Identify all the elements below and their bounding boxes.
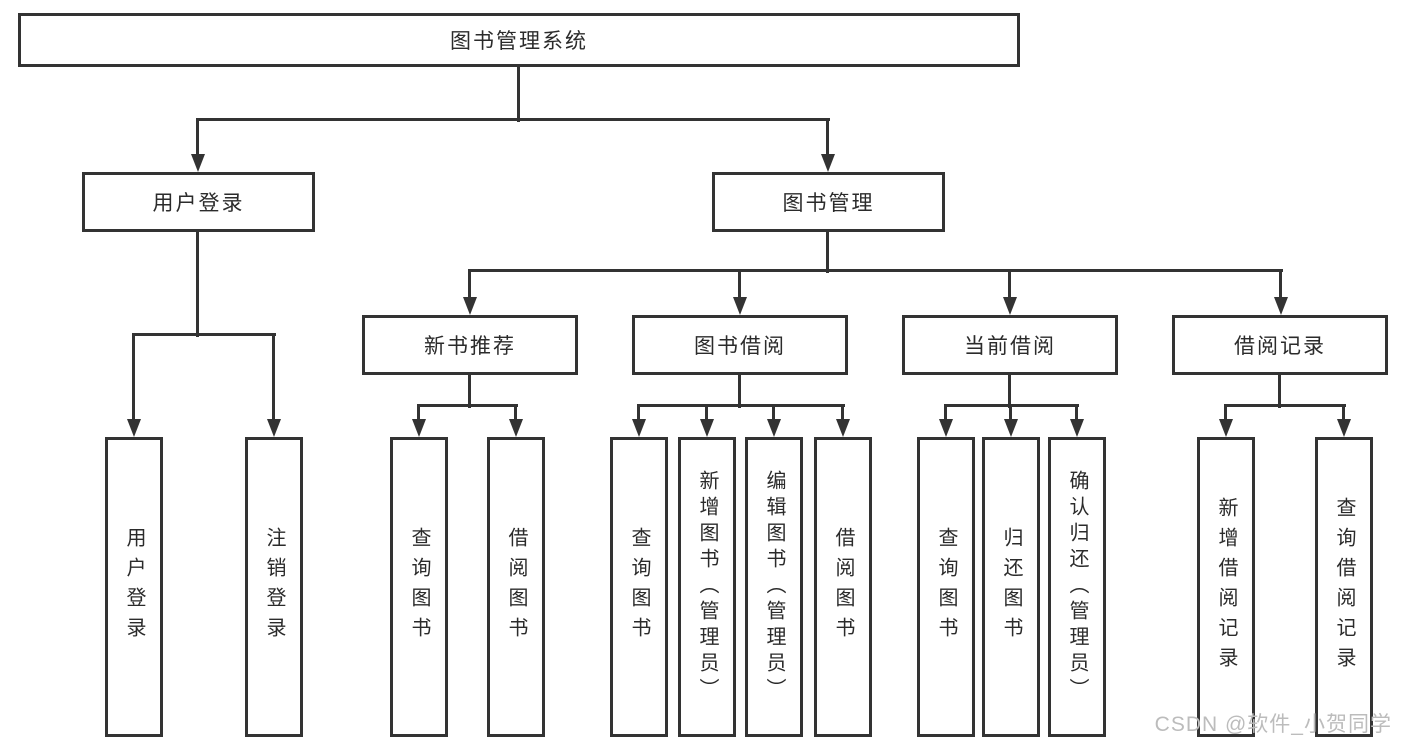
arrowhead-icon — [1337, 419, 1351, 437]
connector-line — [705, 406, 708, 419]
leaf-user-login: 用户登录 — [105, 437, 163, 737]
connector-line — [1008, 271, 1011, 297]
leaf-query-books-borrow: 查询图书 — [610, 437, 668, 737]
node-book-borrow: 图书借阅 — [632, 315, 848, 375]
leaf-return-book: 归还图书 — [982, 437, 1040, 737]
connector-line — [1278, 375, 1281, 408]
leaf-label: 查询图书 — [628, 527, 650, 647]
connector-line — [1009, 406, 1012, 419]
node-library-management-system: 图书管理系统 — [18, 13, 1020, 67]
connector-line — [637, 404, 845, 407]
connector-line — [826, 232, 829, 273]
connector-line — [272, 335, 275, 419]
connector-line — [772, 406, 775, 419]
connector-line — [738, 271, 741, 297]
connector-line — [738, 375, 741, 408]
connector-line — [196, 232, 199, 337]
arrowhead-icon — [1219, 419, 1233, 437]
arrowhead-icon — [1004, 419, 1018, 437]
leaf-label: 归还图书 — [1000, 527, 1022, 647]
connector-line — [1279, 271, 1282, 297]
connector-line — [417, 404, 518, 407]
node-new-book-recommend: 新书推荐 — [362, 315, 578, 375]
leaf-label: 确认归还（管理员） — [1066, 470, 1088, 704]
leaf-add-book-admin: 新增图书（管理员） — [678, 437, 736, 737]
arrowhead-icon — [1003, 297, 1017, 315]
arrowhead-icon — [836, 419, 850, 437]
arrowhead-icon — [1070, 419, 1084, 437]
connector-line — [1075, 406, 1078, 419]
csdn-watermark: CSDN @软件_小贺同学 — [1154, 713, 1392, 736]
leaf-edit-book-admin: 编辑图书（管理员） — [745, 437, 803, 737]
connector-line — [637, 406, 640, 419]
arrowhead-icon — [412, 419, 426, 437]
connector-line — [468, 375, 471, 408]
connector-line — [826, 120, 829, 154]
connector-line — [132, 335, 135, 419]
connector-line — [841, 406, 844, 419]
leaf-add-borrow-record: 新增借阅记录 — [1197, 437, 1255, 737]
connector-line — [132, 333, 276, 336]
leaf-borrow-books-borrow: 借阅图书 — [814, 437, 872, 737]
arrowhead-icon — [939, 419, 953, 437]
connector-line — [517, 67, 520, 122]
connector-line — [196, 118, 830, 121]
connector-line — [514, 406, 517, 419]
leaf-label: 新增图书（管理员） — [696, 470, 718, 704]
node-borrow-records: 借阅记录 — [1172, 315, 1388, 375]
arrowhead-icon — [191, 154, 205, 172]
leaf-borrow-books-recommend: 借阅图书 — [487, 437, 545, 737]
arrowhead-icon — [127, 419, 141, 437]
connector-line — [944, 404, 1079, 407]
arrowhead-icon — [821, 154, 835, 172]
leaf-label: 新增借阅记录 — [1215, 497, 1237, 677]
arrowhead-icon — [733, 297, 747, 315]
leaf-query-books-current: 查询图书 — [917, 437, 975, 737]
leaf-label: 编辑图书（管理员） — [763, 470, 785, 704]
arrowhead-icon — [632, 419, 646, 437]
arrowhead-icon — [463, 297, 477, 315]
connector-line — [417, 406, 420, 419]
connector-line — [196, 120, 199, 154]
arrowhead-icon — [267, 419, 281, 437]
arrowhead-icon — [1274, 297, 1288, 315]
leaf-confirm-return-admin: 确认归还（管理员） — [1048, 437, 1106, 737]
leaf-label: 借阅图书 — [832, 527, 854, 647]
leaf-label: 查询借阅记录 — [1333, 497, 1355, 677]
leaf-label: 查询图书 — [408, 527, 430, 647]
leaf-label: 借阅图书 — [505, 527, 527, 647]
node-user-login: 用户登录 — [82, 172, 315, 232]
connector-line — [468, 269, 1283, 272]
connector-line — [1224, 406, 1227, 419]
node-book-management: 图书管理 — [712, 172, 945, 232]
connector-line — [468, 271, 471, 297]
connector-line — [1342, 406, 1345, 419]
leaf-query-borrow-record: 查询借阅记录 — [1315, 437, 1373, 737]
arrowhead-icon — [767, 419, 781, 437]
arrowhead-icon — [700, 419, 714, 437]
connector-line — [1224, 404, 1346, 407]
connector-line — [944, 406, 947, 419]
node-current-borrow: 当前借阅 — [902, 315, 1118, 375]
leaf-query-books-recommend: 查询图书 — [390, 437, 448, 737]
connector-line — [1008, 375, 1011, 408]
leaf-logout: 注销登录 — [245, 437, 303, 737]
leaf-label: 查询图书 — [935, 527, 957, 647]
arrowhead-icon — [509, 419, 523, 437]
leaf-label: 注销登录 — [263, 527, 285, 647]
leaf-label: 用户登录 — [123, 527, 145, 647]
